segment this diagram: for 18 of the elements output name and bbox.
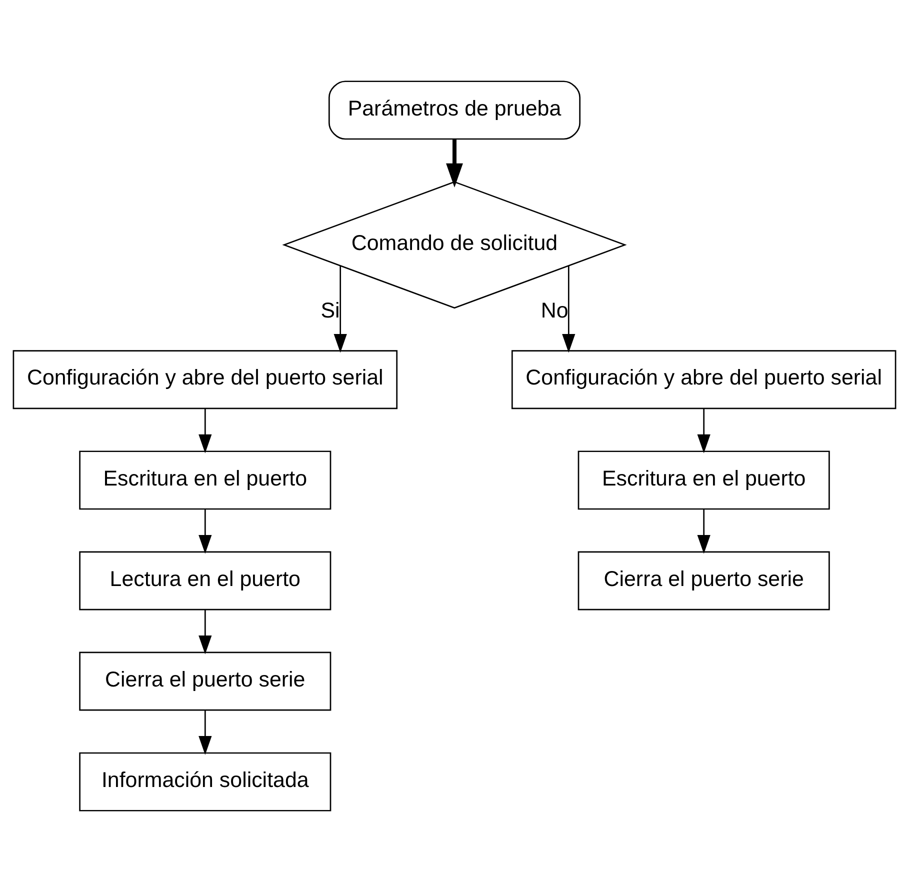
arrow — [198, 610, 212, 654]
arrow — [697, 408, 710, 454]
node-box: Cierra el puerto serie — [578, 551, 830, 610]
node-box: Configuración y abre del puerto serial — [511, 350, 896, 410]
arrow — [198, 710, 212, 755]
arrow — [198, 408, 212, 454]
node-box: Escritura en el puerto — [578, 450, 830, 510]
node-box: Cierra el puerto serie — [79, 652, 332, 711]
arrow — [198, 509, 212, 554]
node-box: Configuración y abre del puerto serial — [12, 350, 398, 410]
arrow — [562, 266, 576, 353]
node-box: Parámetros de prueba — [328, 80, 581, 140]
arrow — [334, 266, 347, 353]
node-box: Información solicitada — [79, 752, 332, 812]
node-box: Lectura en el puerto — [79, 551, 332, 610]
node-box: Escritura en el puerto — [79, 450, 332, 510]
arrow — [446, 139, 463, 188]
arrow — [697, 509, 710, 554]
